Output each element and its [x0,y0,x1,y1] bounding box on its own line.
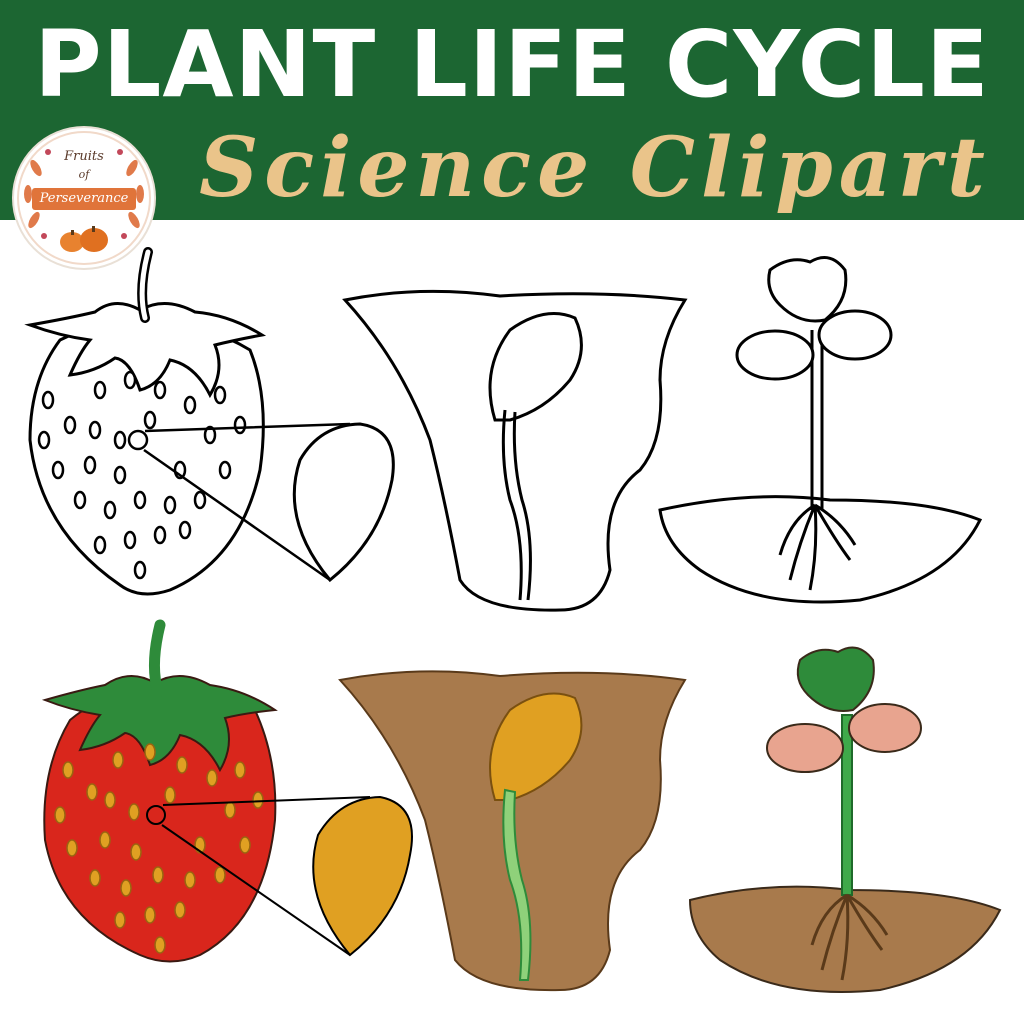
strawberry-color-icon [41,619,413,963]
strawberry-outline-icon [24,247,395,596]
logo-top-text: Fruits [64,149,104,164]
seedling-outline-icon [658,256,983,604]
sprouting-seed-color-icon [338,670,687,992]
page-title: PLANT LIFE CYCLE [34,11,990,118]
logo-main-text: Perseverance [32,188,136,210]
brand-logo: Fruits of Perseverance [14,128,154,268]
logo-wreath-icon [17,131,151,265]
title-banner [0,0,1024,220]
sprouting-seed-outline-icon [342,289,688,612]
logo-middle-text: of [78,168,90,181]
seedling-color-icon [688,646,1002,993]
page-subtitle: Science Clipart [199,120,991,216]
